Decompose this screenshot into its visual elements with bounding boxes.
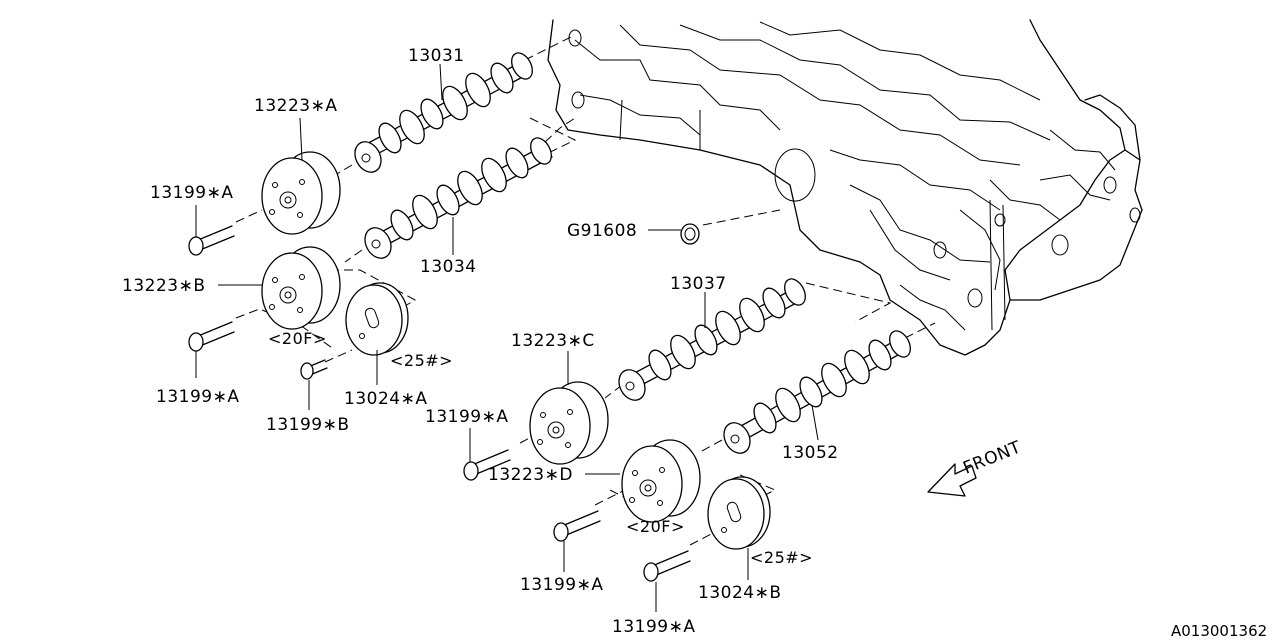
plate-13024-b — [707, 476, 771, 550]
bolt-13199-a-left — [188, 321, 235, 352]
camshaft-13034 — [364, 137, 553, 259]
sprocket-13223-d — [621, 439, 701, 523]
bolt-13199-a-bottom — [643, 550, 691, 582]
diagram-id: A013001362 — [1171, 622, 1267, 640]
label-bolt-13199-a-mid: 13199∗A — [425, 407, 508, 427]
label-camshaft-13037: 13037 — [670, 274, 727, 294]
label-plate-13024-b: 13024∗B — [698, 583, 782, 603]
label-sprocket-13223-c: 13223∗C — [511, 331, 595, 351]
label-camshaft-13031: 13031 — [408, 46, 465, 66]
camshaft-13037 — [618, 278, 806, 401]
part-labels: 13031 13223∗A 13199∗A 13034 13223∗B <20F… — [122, 46, 1267, 640]
gasket-g91608 — [680, 223, 700, 245]
plate-13024-a — [345, 282, 409, 356]
label-bolt-13199-a-top: 13199∗A — [150, 183, 233, 203]
leader-lines — [195, 63, 819, 612]
front-label: FRONT — [960, 437, 1024, 478]
label-sprocket-13223-a: 13223∗A — [254, 96, 337, 116]
label-note-20f-left: <20F> — [268, 329, 327, 348]
label-bolt-13199-a-lower: 13199∗A — [520, 575, 603, 595]
front-arrow: FRONT — [927, 437, 1024, 497]
sprocket-13223-b — [261, 246, 341, 330]
cylinder-head-assembly — [547, 19, 1143, 356]
bolt-13199-a-lower — [553, 510, 601, 542]
label-note-20f-right: <20F> — [626, 517, 685, 536]
label-bolt-13199-b: 13199∗B — [266, 415, 350, 435]
label-sprocket-13223-d: 13223∗D — [488, 465, 573, 485]
bolt-13199-b — [300, 359, 328, 380]
label-camshaft-13034: 13034 — [420, 257, 477, 277]
camshaft-13031 — [354, 52, 533, 173]
label-bolt-13199-a-left: 13199∗A — [156, 387, 239, 407]
label-note-25-left: <25#> — [390, 351, 453, 370]
bolt-13199-a-mid — [463, 449, 511, 481]
label-camshaft-13052: 13052 — [782, 443, 839, 463]
label-gasket-g91608: G91608 — [567, 221, 637, 241]
label-plate-13024-a: 13024∗A — [344, 389, 427, 409]
label-bolt-13199-a-bottom: 13199∗A — [612, 617, 695, 637]
label-note-25-right: <25#> — [750, 548, 813, 567]
sprocket-13223-a — [261, 151, 341, 235]
camshaft-13052 — [723, 330, 911, 454]
label-sprocket-13223-b: 13223∗B — [122, 276, 206, 296]
axis-lines — [235, 34, 936, 546]
sprocket-13223-c — [529, 381, 609, 465]
